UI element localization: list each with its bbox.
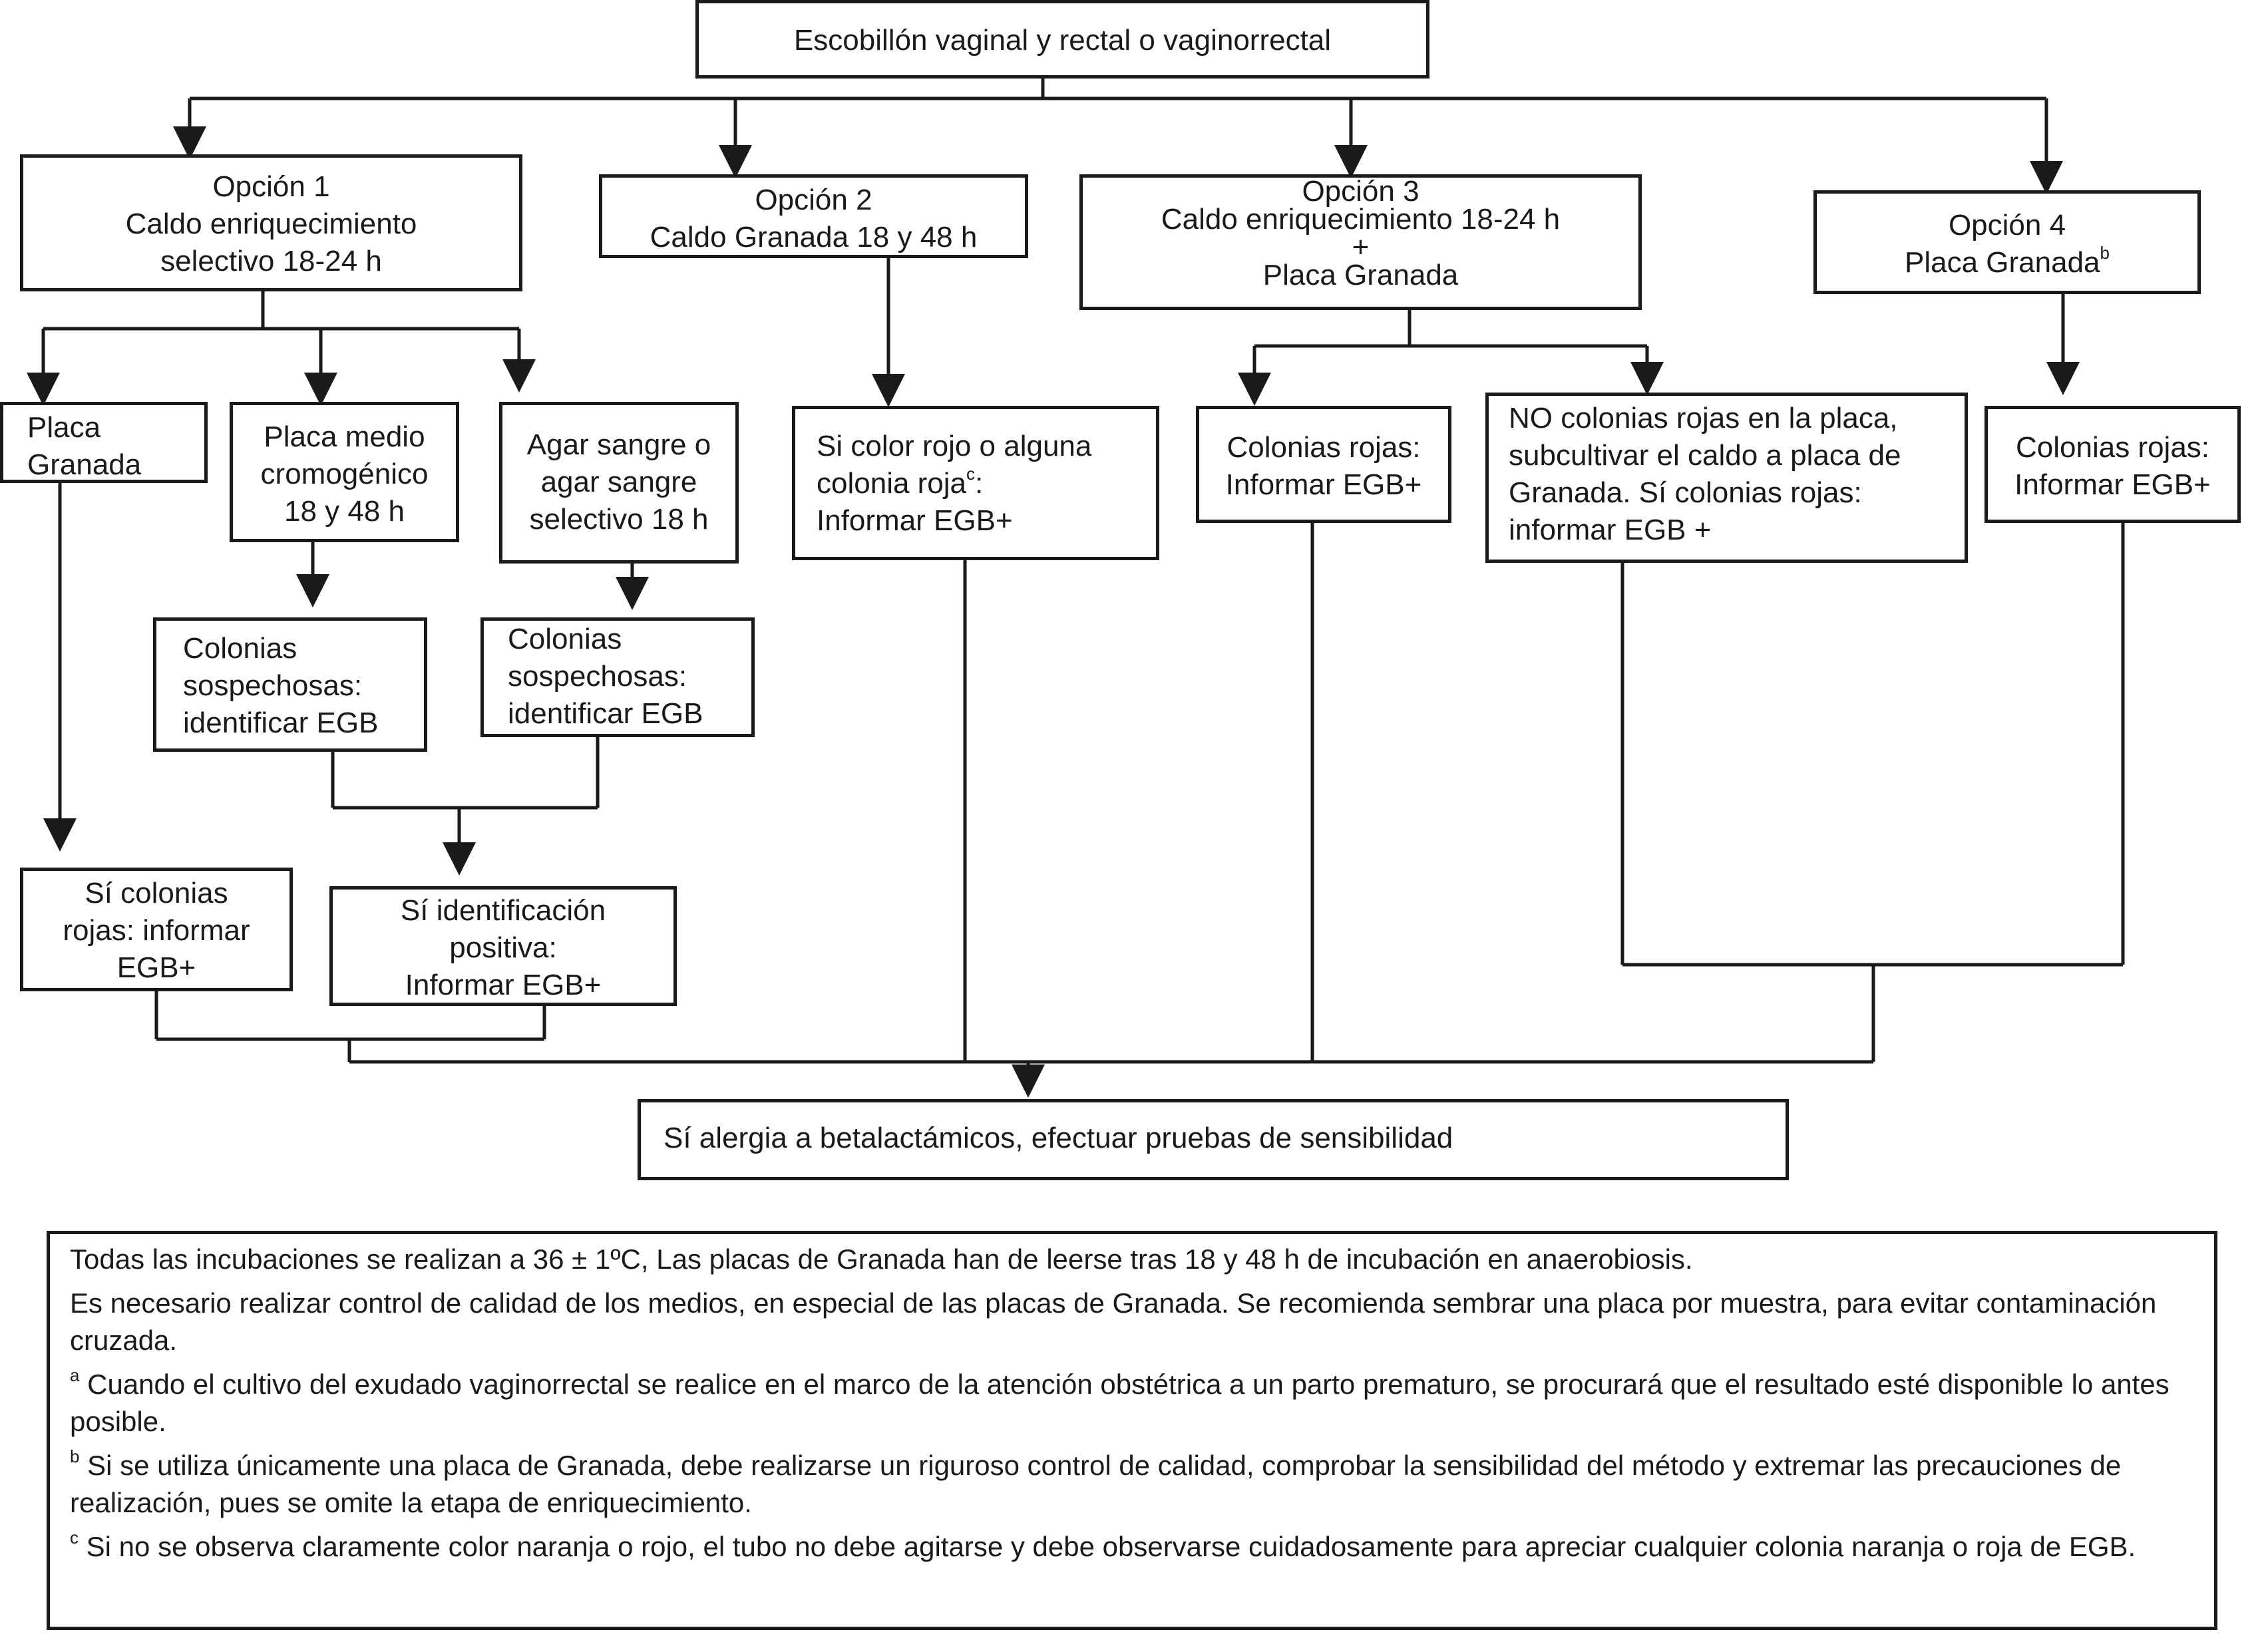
note-c: c Si no se observa claramente color nara…	[70, 1528, 2194, 1565]
node-alergia-label: Sí alergia a betalactámicos, efectuar pr…	[663, 1122, 1453, 1154]
node-colonias-sospechosas-1-label: Colonias sospechosas: identificar EGB	[183, 632, 379, 739]
node-color-rojo-text-2: : Informar EGB+	[817, 467, 1013, 537]
node-color-rojo-text: Si color rojo o alguna colonia roja	[817, 430, 1092, 500]
node-option-1: Opción 1 Caldo enriquecimiento selectivo…	[20, 154, 522, 291]
footnotes-box: Todas las incubaciones se realizan a 36 …	[47, 1231, 2217, 1630]
node-no-colonias-rojas-label: NO colonias rojas en la placa, subcultiv…	[1509, 402, 1901, 546]
node-placa-cromogenico: Placa medio cromogénico 18 y 48 h	[230, 402, 459, 542]
note-c-text: Si no se observa claramente color naranj…	[79, 1531, 2136, 1562]
note-b-mark: b	[70, 1446, 80, 1466]
node-option-4-label: Opción 4 Placa Granadab	[1817, 207, 2197, 281]
node-colonias-sospechosas-2: Colonias sospechosas: identificar EGB	[480, 617, 755, 737]
node-colonias-sospechosas-1: Colonias sospechosas: identificar EGB	[153, 617, 427, 752]
node-no-colonias-rojas: NO colonias rojas en la placa, subcultiv…	[1485, 393, 1968, 563]
node-colonias-rojas-4: Colonias rojas: Informar EGB+	[1984, 406, 2241, 523]
node-si-identificacion: Sí identificación positiva: Informar EGB…	[329, 886, 677, 1006]
node-root: Escobillón vaginal y rectal o vaginorrec…	[695, 0, 1429, 79]
node-color-rojo-label: Si color rojo o alguna colonia rojac: In…	[817, 428, 1156, 540]
node-option-2: Opción 2 Caldo Granada 18 y 48 h	[599, 174, 1028, 258]
note-a: a Cuando el cultivo del exudado vaginorr…	[70, 1366, 2194, 1440]
node-colonias-sospechosas-2-label: Colonias sospechosas: identificar EGB	[508, 623, 703, 730]
node-agar-sangre-label: Agar sangre o agar sangre selectivo 18 h	[526, 428, 711, 536]
node-alergia: Sí alergia a betalactámicos, efectuar pr…	[638, 1099, 1789, 1180]
note-b: b Si se utiliza únicamente una placa de …	[70, 1447, 2194, 1522]
note-c-mark: c	[70, 1528, 79, 1548]
node-placa-granada-label: Placa Granada	[27, 411, 142, 481]
note-a-text: Cuando el cultivo del exudado vaginorrec…	[70, 1369, 2170, 1437]
node-colonias-rojas-3: Colonias rojas: Informar EGB+	[1196, 406, 1451, 523]
node-si-colonias-rojas: Sí colonias rojas: informar EGB+	[20, 868, 293, 991]
node-agar-sangre: Agar sangre o agar sangre selectivo 18 h	[499, 402, 739, 564]
node-color-rojo: Si color rojo o alguna colonia rojac: In…	[792, 406, 1159, 560]
node-option-1-label: Opción 1 Caldo enriquecimiento selectivo…	[125, 170, 417, 277]
footnote-c-ref: c	[966, 464, 976, 484]
node-option-3-label: Opción 3 Caldo enriquecimiento 18-24 h +…	[1161, 175, 1561, 291]
node-option-4-text: Opción 4 Placa Granada	[1905, 209, 2100, 279]
note-quality-control: Es necesario realizar control de calidad…	[70, 1287, 2157, 1356]
node-si-identificacion-label: Sí identificación positiva: Informar EGB…	[400, 894, 606, 1001]
note-a-mark: a	[70, 1365, 80, 1385]
node-colonias-rojas-3-label: Colonias rojas: Informar EGB+	[1225, 431, 1422, 501]
node-option-2-label: Opción 2 Caldo Granada 18 y 48 h	[650, 184, 978, 253]
node-colonias-rojas-4-label: Colonias rojas: Informar EGB+	[2014, 431, 2211, 501]
node-placa-cromogenico-label: Placa medio cromogénico 18 y 48 h	[260, 420, 429, 528]
node-root-label: Escobillón vaginal y rectal o vaginorrec…	[793, 24, 1332, 57]
node-option-3: Opción 3 Caldo enriquecimiento 18-24 h +…	[1079, 174, 1642, 310]
node-placa-granada: Placa Granada	[0, 402, 208, 483]
note-incubation: Todas las incubaciones se realizan a 36 …	[70, 1243, 1693, 1275]
note-b-text: Si se utiliza únicamente una placa de Gr…	[70, 1450, 2122, 1518]
node-si-colonias-rojas-label: Sí colonias rojas: informar EGB+	[63, 877, 250, 984]
node-option-4: Opción 4 Placa Granadab	[1813, 190, 2201, 294]
footnote-b-ref: b	[2100, 243, 2110, 263]
